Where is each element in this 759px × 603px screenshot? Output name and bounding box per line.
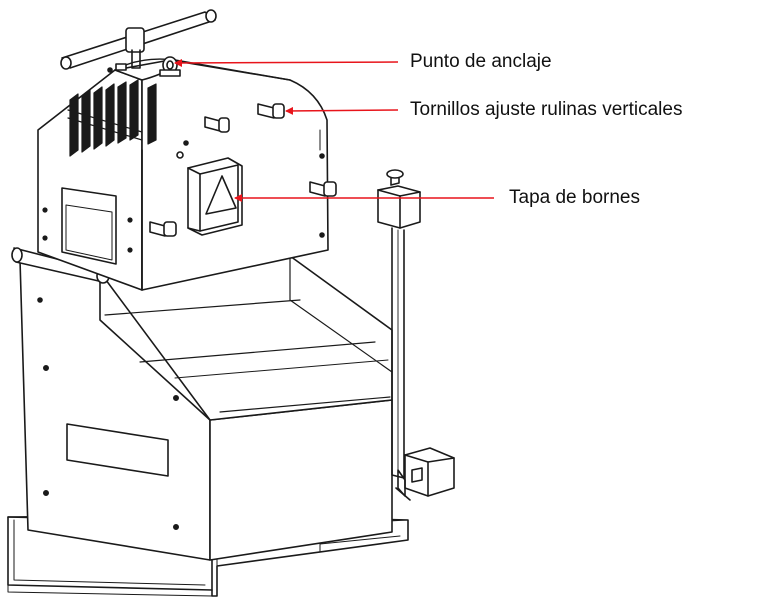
leader-anclaje xyxy=(174,58,399,67)
bolt-3 xyxy=(309,181,337,197)
leader-tornillos xyxy=(285,106,399,115)
bolt-1 xyxy=(204,116,230,133)
upper-housing xyxy=(37,58,329,291)
t-handle xyxy=(60,9,217,77)
leader-lines xyxy=(174,58,494,202)
callout-tornillos-ajuste: Tornillos ajuste rulinas verticales xyxy=(410,99,683,120)
housing-bolts xyxy=(149,103,337,237)
callout-punto-anclaje: Punto de anclaje xyxy=(410,51,552,72)
bolt-2 xyxy=(257,103,285,119)
lower-cabinet xyxy=(19,255,393,561)
terminal-cover xyxy=(187,157,243,236)
callout-tapa-bornes: Tapa de bornes xyxy=(509,187,640,208)
bolt-4 xyxy=(149,221,177,237)
foot-pedal xyxy=(395,447,455,501)
pedal-column xyxy=(377,169,421,479)
